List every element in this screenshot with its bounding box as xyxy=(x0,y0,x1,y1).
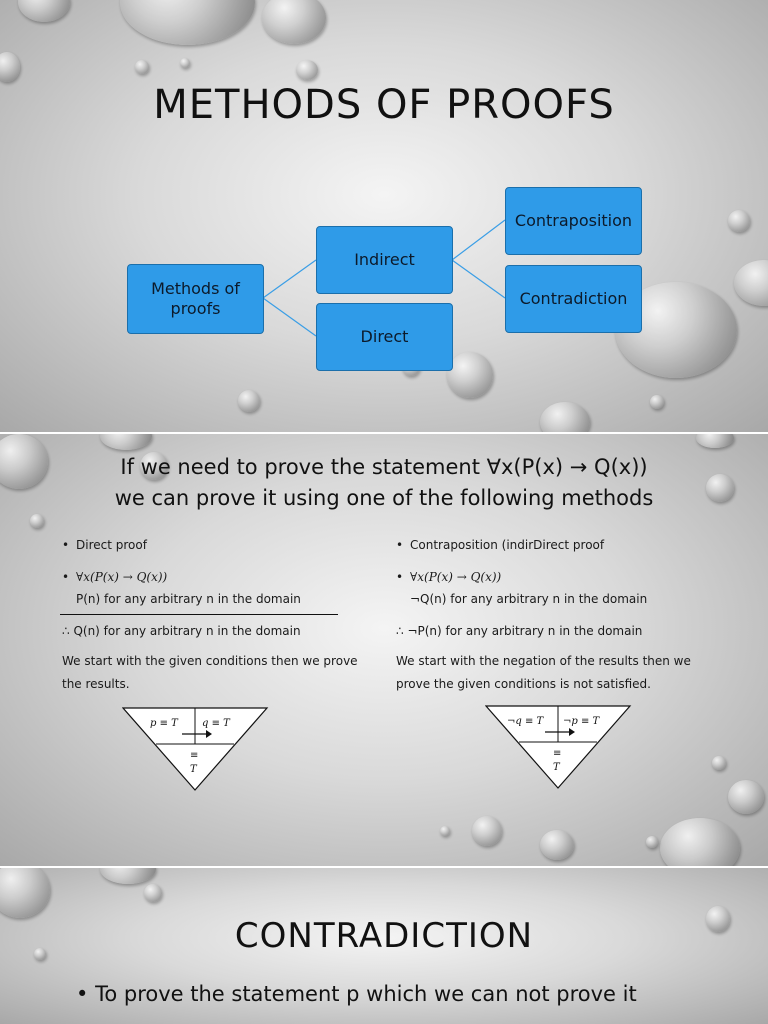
slide-title: CONTRADICTION xyxy=(234,916,534,956)
water-drop xyxy=(440,826,450,836)
water-drop xyxy=(135,60,149,74)
bullet-dot: • xyxy=(396,538,404,552)
water-drop xyxy=(18,0,70,22)
connector-indirect-contradiction xyxy=(451,259,506,299)
slide-contradiction: CONTRADICTION • To prove the statement p… xyxy=(0,868,768,1024)
contraposition-column: • Contraposition (indirDirect proof • ∀x… xyxy=(396,434,736,866)
heading-line-1: If we need to prove the statement ∀x(P(x… xyxy=(120,455,648,479)
water-drop xyxy=(540,402,590,432)
heading-line-2: we can prove it using one of the followi… xyxy=(114,486,654,510)
triangle-right-cell: q ≡ T xyxy=(202,718,231,729)
triangle-bottom-cell: T xyxy=(553,762,561,773)
diagram-box-direct: Direct xyxy=(316,303,453,371)
bullet-text: Contraposition (indirDirect proof xyxy=(410,538,605,552)
direct-proof-column: • Direct proof • ∀x(P(x) → Q(x)) P(n) fo… xyxy=(60,434,382,866)
truth-triangle-direct: p ≡ T q ≡ T ≡ T xyxy=(122,707,269,791)
water-drop xyxy=(0,434,48,489)
slide-methods-of-proofs: METHODS OF PROOFS Methods of proofs Indi… xyxy=(0,0,768,432)
bullet-text: To prove the statement p which we can no… xyxy=(95,982,637,1006)
box-label: Contraposition xyxy=(514,211,633,230)
box-label: Direct xyxy=(360,327,409,346)
conclusion-line: ∴ Q(n) for any arbitrary n in the domain xyxy=(62,624,301,638)
water-drop xyxy=(447,352,493,398)
water-drop xyxy=(728,210,750,232)
box-label: Indirect xyxy=(354,250,415,269)
triangle-left-cell: ¬q ≡ T xyxy=(507,716,545,727)
connector-root-indirect xyxy=(262,259,317,299)
water-drop xyxy=(30,514,44,528)
water-drop xyxy=(650,395,664,409)
diagram-box-contradiction: Contradiction xyxy=(505,265,642,333)
triangle-bottom-cell: T xyxy=(190,764,198,775)
triangle-right-cell: ¬p ≡ T xyxy=(563,716,601,727)
water-drop xyxy=(660,818,740,866)
connector-indirect-contraposition xyxy=(451,219,506,261)
bullet-text: Direct proof xyxy=(76,538,147,552)
water-drop xyxy=(706,906,730,932)
diagram-box-methods-of-proofs: Methods of proofs xyxy=(127,264,264,334)
water-drop xyxy=(0,52,20,82)
triangle-left-cell: p ≡ T xyxy=(150,718,179,729)
water-drop xyxy=(540,830,574,860)
water-drop xyxy=(100,434,152,450)
triangle-equiv: ≡ xyxy=(190,750,198,761)
bullet-dot: • xyxy=(62,570,70,584)
water-drop xyxy=(34,948,46,960)
premise-line: ¬Q(n) for any arbitrary n in the domain xyxy=(410,592,648,606)
truth-triangle-contraposition: ¬q ≡ T ¬p ≡ T ≡ T xyxy=(485,705,632,789)
conclusion-line: ∴ ¬P(n) for any arbitrary n in the domai… xyxy=(396,624,643,638)
water-drop xyxy=(712,756,726,770)
water-drop xyxy=(180,58,190,68)
water-drop xyxy=(728,780,764,814)
water-drop xyxy=(262,0,326,44)
inference-rule-line xyxy=(60,614,338,615)
bullet-dot: • xyxy=(396,570,404,584)
water-drop xyxy=(0,868,50,918)
method-description: We start with the negation of the result… xyxy=(396,654,691,691)
connector-root-direct xyxy=(262,297,317,337)
premise-line: P(n) for any arbitrary n in the domain xyxy=(76,592,301,606)
diagram-connectors xyxy=(262,219,506,337)
water-drop xyxy=(238,390,260,412)
water-drop xyxy=(696,434,734,448)
bullet-item: • To prove the statement p which we can … xyxy=(76,982,637,1006)
water-drop xyxy=(706,474,734,502)
water-drop xyxy=(296,60,318,80)
statement-heading: If we need to prove the statement ∀x(P(x… xyxy=(0,452,768,514)
bullet-formula: ∀x(P(x) → Q(x)) xyxy=(76,570,168,584)
triangle-equiv: ≡ xyxy=(553,748,561,759)
diagram-box-contraposition: Contraposition xyxy=(505,187,642,255)
water-drop xyxy=(140,452,168,480)
diagram-box-indirect: Indirect xyxy=(316,226,453,294)
method-description: We start with the given conditions then … xyxy=(62,654,358,691)
water-drop xyxy=(100,868,156,884)
box-label: Methods of proofs xyxy=(151,279,240,318)
bullet-dot: • xyxy=(62,538,70,552)
water-drop xyxy=(472,816,502,846)
water-drop xyxy=(646,836,658,848)
box-label: Contradiction xyxy=(519,289,628,308)
slide-title: METHODS OF PROOFS xyxy=(153,82,615,128)
bullet-dot: • xyxy=(76,982,89,1006)
water-drop xyxy=(144,884,162,902)
bullet-formula: ∀x(P(x) → Q(x)) xyxy=(410,570,502,584)
slide-proof-methods-detail: If we need to prove the statement ∀x(P(x… xyxy=(0,434,768,866)
